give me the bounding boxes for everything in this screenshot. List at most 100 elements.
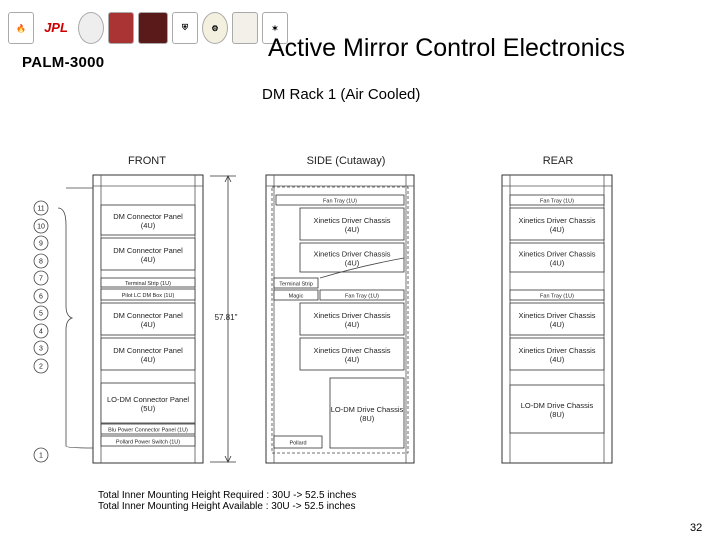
side-panel-6 xyxy=(299,302,405,336)
side-panel-0 xyxy=(275,194,405,206)
side-panel-8 xyxy=(329,377,405,449)
side-panel-size-7: (4U) xyxy=(345,355,360,364)
front-panel-6 xyxy=(100,382,196,424)
slot-circle-4 xyxy=(33,323,49,339)
rear-panel-1 xyxy=(509,207,605,241)
slot-number-4: 4 xyxy=(39,329,43,336)
university-logo xyxy=(138,12,168,44)
slot-circle-11 xyxy=(33,200,49,216)
rear-panel-size-5: (4U) xyxy=(550,355,565,364)
side-view-label: SIDE (Cutaway) xyxy=(307,155,386,167)
side-panel-label-7: Xinetics Driver Chassis xyxy=(313,346,390,355)
footer-required: Total Inner Mounting Height Required : 3… xyxy=(98,490,357,501)
rear-panel-label-2: Xinetics Driver Chassis xyxy=(518,250,595,259)
slot-circle-7 xyxy=(33,270,49,286)
rear-panel-size-6: (8U) xyxy=(550,410,565,419)
slot-circle-2 xyxy=(33,358,49,374)
front-panel-label-2: Terminal Strip (1U) xyxy=(125,281,171,287)
slot-circle-5 xyxy=(33,305,49,321)
side-panel-size-1: (4U) xyxy=(345,225,360,234)
side-panel-4 xyxy=(273,289,319,301)
page-title: Active Mirror Control Electronics xyxy=(268,34,626,62)
rear-panel-4 xyxy=(509,302,605,336)
front-view-label: FRONT xyxy=(128,155,166,167)
seal-logo xyxy=(78,12,104,44)
slot-number-6: 6 xyxy=(39,294,43,301)
slot-circle-1 xyxy=(33,447,49,463)
front-panel-label-1: DM Connector Panel xyxy=(113,246,183,255)
slot-number-8: 8 xyxy=(39,259,43,266)
slot-number-9: 9 xyxy=(39,241,43,248)
side-panel-size-6: (4U) xyxy=(345,320,360,329)
rear-rack-frame xyxy=(501,174,613,464)
rear-panel-label-5: Xinetics Driver Chassis xyxy=(518,346,595,355)
rear-panel-3 xyxy=(509,289,605,301)
front-panel-label-4: DM Connector Panel xyxy=(113,311,183,320)
front-panel-size-5: (4U) xyxy=(141,355,156,364)
rear-panel-size-4: (4U) xyxy=(550,320,565,329)
side-panel-1 xyxy=(299,207,405,241)
jpl-logo: JPL xyxy=(44,19,68,35)
slot-number-2: 2 xyxy=(39,364,43,371)
side-rack-frame xyxy=(265,174,415,464)
page-number: 32 xyxy=(690,522,703,534)
front-panel-label-3: Pilot LC DM Box (1U) xyxy=(122,293,175,299)
rear-panel-label-0: Fan Tray (1U) xyxy=(540,199,574,205)
side-panel-size-2: (4U) xyxy=(345,259,360,268)
front-panel-5 xyxy=(100,337,196,371)
front-panel-8 xyxy=(100,435,196,447)
side-cutaway-outline xyxy=(271,186,409,454)
rear-view-label: REAR xyxy=(543,155,574,167)
shield-logo: ⛨ xyxy=(172,12,198,44)
side-panel-7 xyxy=(299,337,405,371)
front-panel-size-6: (5U) xyxy=(141,404,156,413)
side-panel-label-0: Fan Tray (1U) xyxy=(323,199,357,205)
slot-number-5: 5 xyxy=(39,311,43,318)
rear-panel-size-2: (4U) xyxy=(550,259,565,268)
front-panel-label-6: LO-DM Connector Panel xyxy=(107,395,189,404)
side-panel-5 xyxy=(319,289,405,301)
front-panel-7 xyxy=(100,423,196,435)
side-panel-9 xyxy=(273,435,323,449)
slot-circle-6 xyxy=(33,288,49,304)
star-logo: ✶ xyxy=(262,12,288,44)
torch-logo: 🔥 xyxy=(8,12,34,44)
side-panel-label-2: Xinetics Driver Chassis xyxy=(313,250,390,259)
rear-panel-label-3: Fan Tray (1U) xyxy=(540,294,574,300)
slot-number-10: 10 xyxy=(37,224,45,231)
rear-panel-6 xyxy=(509,384,605,434)
slot-circle-10 xyxy=(33,218,49,234)
slot-brace xyxy=(57,207,94,449)
slot-circle-9 xyxy=(33,235,49,251)
footer-available: Total Inner Mounting Height Available : … xyxy=(98,501,356,512)
slot-number-1: 1 xyxy=(39,453,43,460)
side-panel-label-4: Magic xyxy=(289,294,304,300)
side-panel-label-1: Xinetics Driver Chassis xyxy=(313,216,390,225)
rear-panel-label-4: Xinetics Driver Chassis xyxy=(518,311,595,320)
side-panel-size-8: (8U) xyxy=(360,414,375,423)
side-panel-label-3: Terminal Strip xyxy=(279,282,313,288)
front-panel-2 xyxy=(100,277,196,288)
front-panel-0 xyxy=(100,204,196,236)
gear-logo: ⚙ xyxy=(202,12,228,44)
slot-number-7: 7 xyxy=(39,276,43,283)
slot-circle-8 xyxy=(33,253,49,269)
logo-row: 🔥 JPL ⛨ ⚙ ✶ xyxy=(8,12,288,44)
rear-panel-label-6: LO-DM Drive Chassis xyxy=(521,401,594,410)
side-airflow-curve xyxy=(319,257,405,279)
rear-panel-2 xyxy=(509,242,605,273)
institute-logo xyxy=(232,12,258,44)
front-panel-size-1: (4U) xyxy=(141,255,156,264)
front-panel-4 xyxy=(100,302,196,336)
front-panel-size-4: (4U) xyxy=(141,320,156,329)
front-panel-size-0: (4U) xyxy=(141,221,156,230)
height-dimension-label: 57.81" xyxy=(215,313,238,322)
project-label: PALM-3000 xyxy=(22,54,105,71)
side-panel-label-5: Fan Tray (1U) xyxy=(345,294,379,300)
slot-number-3: 3 xyxy=(39,346,43,353)
front-panel-label-5: DM Connector Panel xyxy=(113,346,183,355)
rear-panel-0 xyxy=(509,194,605,206)
front-panel-3 xyxy=(100,288,196,301)
rear-panel-label-1: Xinetics Driver Chassis xyxy=(518,216,595,225)
